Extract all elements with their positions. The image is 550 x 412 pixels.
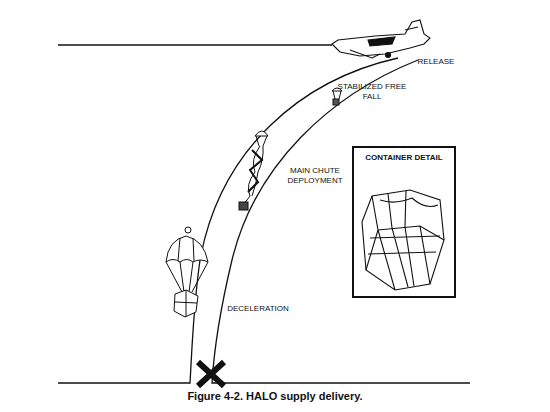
- trajectory-left: [58, 58, 398, 383]
- trajectory-right: [212, 60, 470, 383]
- figure-caption: Figure 4-2. HALO supply delivery.: [187, 390, 362, 402]
- aircraft: [332, 20, 430, 58]
- stage-label: RELEASE: [411, 57, 461, 67]
- container-drawing: [362, 190, 444, 290]
- deploying-chute: [239, 131, 268, 210]
- drop-zone-cross: [198, 362, 224, 386]
- stage-label: MAIN CHUTE DEPLOYMENT: [280, 166, 350, 186]
- horizon-line: [58, 44, 332, 45]
- box-heading: CONTAINER DETAIL: [354, 153, 454, 163]
- main-canopy: [166, 227, 208, 317]
- stage-label: STABILIZED FREE FALL: [337, 82, 407, 102]
- detail-box: CONTAINER DETAIL: [352, 146, 456, 298]
- stage-label: DECELERATION: [218, 304, 298, 314]
